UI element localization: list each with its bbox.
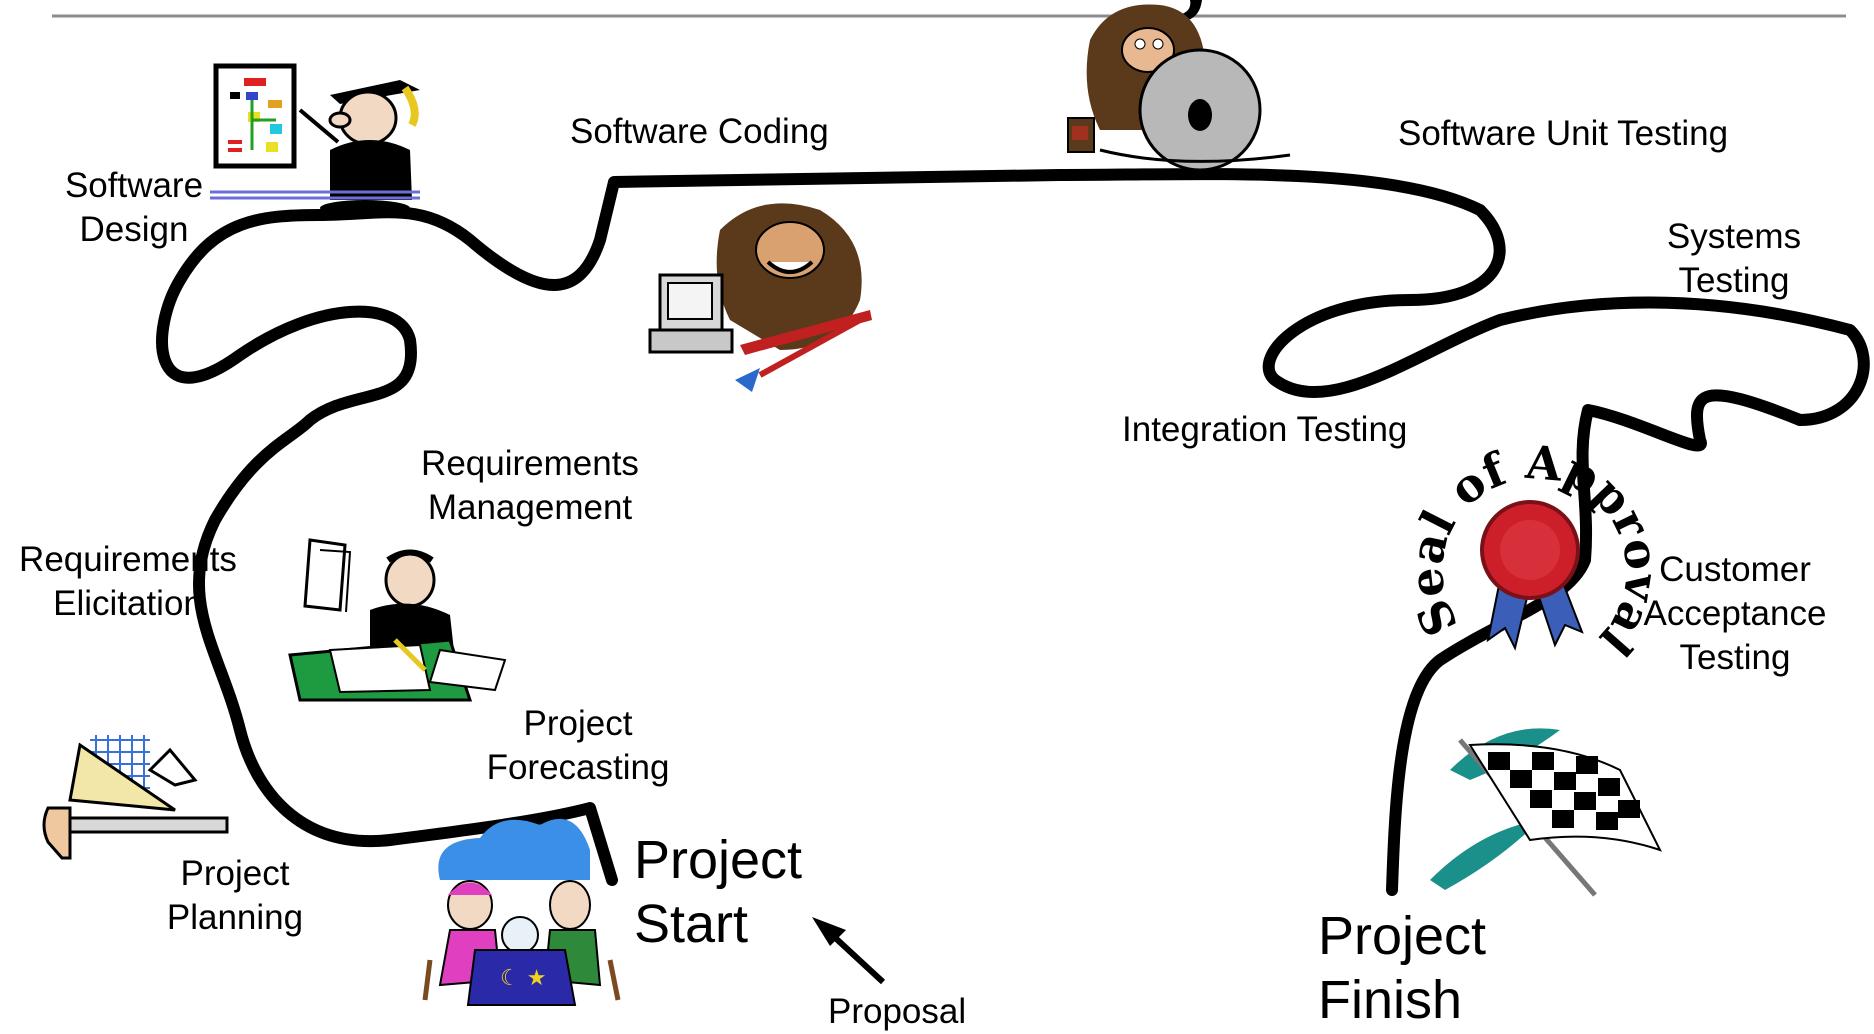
label-software-design: Software Design bbox=[64, 166, 204, 249]
label-project-planning: Project Planning bbox=[166, 854, 304, 937]
clerk-paperwork-icon bbox=[288, 538, 507, 702]
proposal-arrow bbox=[812, 917, 886, 985]
label-project-finish: Project Finish bbox=[1318, 906, 1487, 1030]
label-requirements-elicitation: Requirements Elicitation bbox=[19, 540, 237, 623]
caveman-computer-icon bbox=[648, 203, 872, 392]
fortune-teller-icon: ☾ ★ bbox=[422, 818, 621, 1006]
label-project-start: Project Start bbox=[634, 830, 803, 954]
label-proposal: Proposal bbox=[828, 992, 967, 1031]
label-systems-testing: Systems Testing bbox=[1666, 217, 1802, 300]
project-road bbox=[156, 168, 1870, 896]
svg-text:☾ ★: ☾ ★ bbox=[500, 966, 546, 991]
label-customer-acceptance-testing: Customer Acceptance Testing bbox=[1643, 550, 1827, 677]
label-requirements-management: Requirements Management bbox=[421, 444, 639, 527]
title-fragment bbox=[1182, 0, 1202, 20]
label-software-coding: Software Coding bbox=[570, 112, 829, 151]
label-integration-testing: Integration Testing bbox=[1122, 410, 1408, 449]
drafting-tools-icon bbox=[42, 735, 229, 860]
checkered-flag-icon bbox=[1430, 728, 1662, 897]
teacher-flowchart-icon bbox=[210, 63, 420, 216]
label-software-unit-testing: Software Unit Testing bbox=[1398, 114, 1729, 153]
label-project-forecasting: Project Forecasting bbox=[486, 704, 670, 787]
caveman-wheel-icon bbox=[1067, 4, 1291, 172]
